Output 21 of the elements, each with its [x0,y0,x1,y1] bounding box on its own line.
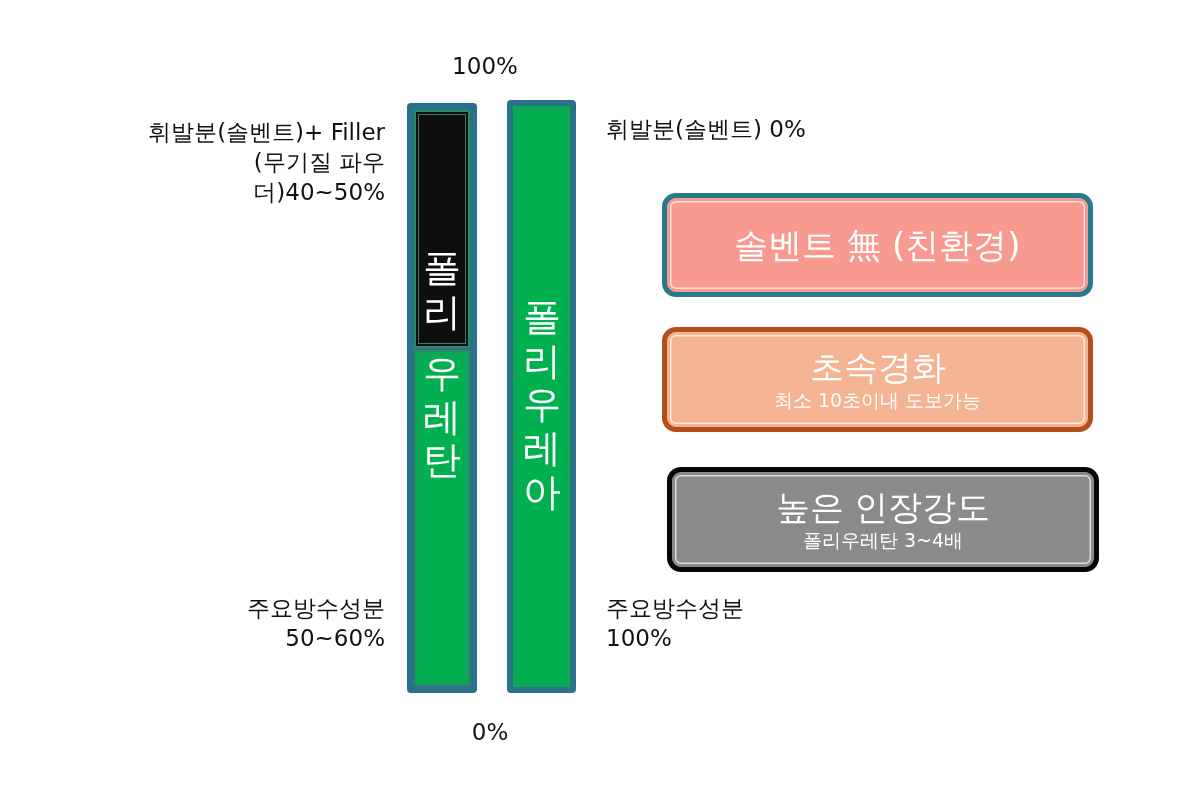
feature-title: 솔벤트 無 (친환경) [734,224,1021,266]
value-label: 휘발분(솔벤트)+ Filler (무기질 파우더)40~50% [147,118,385,207]
value-label: 100% [451,52,519,81]
bar [507,100,576,693]
value-label: 0% [470,718,510,747]
bar-label: 우레탄 [423,352,461,484]
bar-segment [414,350,470,686]
bar-label: 폴리 [423,247,461,335]
feature-box [662,327,1093,432]
value-label: 주요방수성분 100% [606,594,745,653]
feature-detail: 최소 10초이내 도보가능 [773,387,982,413]
value-label: 주요방수성분 50~60% [246,594,385,653]
feature-box [667,467,1099,572]
feature-box [662,193,1093,297]
feature-detail: 폴리우레탄 3~4배 [802,527,964,553]
value-label: 휘발분(솔벤트) 0% [606,115,806,144]
bar-frame [407,103,477,693]
feature-title: 높은 인장강도 [775,486,991,528]
bar-label: 폴리우레아 [522,296,561,515]
bar-segment [414,110,470,348]
feature-title: 초속경화 [809,346,946,388]
